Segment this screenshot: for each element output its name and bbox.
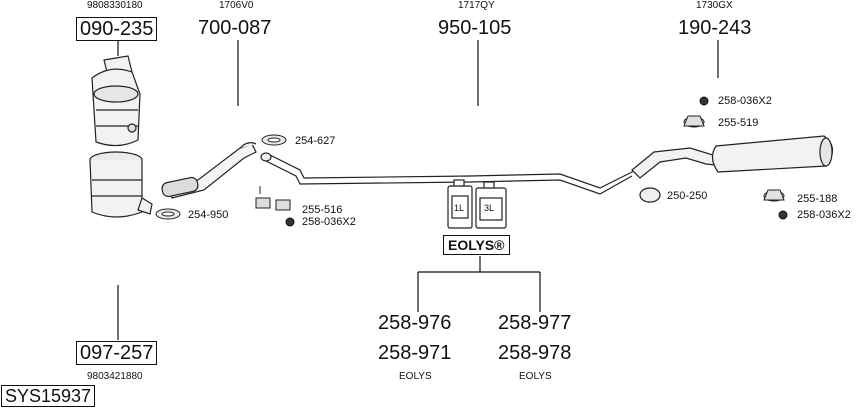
part-code-190-243[interactable]: 190-243	[678, 17, 752, 39]
catalyst-lower-drawing	[89, 151, 153, 218]
rear-silencer-drawing	[631, 135, 834, 179]
part-250-250[interactable]: 250-250	[667, 190, 708, 202]
part-code-700-087[interactable]: 700-087	[198, 17, 272, 39]
part-code-258-971[interactable]: 258-971	[378, 342, 452, 364]
gasket-250-250-drawing	[639, 187, 661, 203]
middle-pipe-drawing	[260, 152, 637, 195]
ref-097-257: 9803421880	[87, 371, 143, 382]
eolys-caption-left: EOLYS	[399, 371, 432, 382]
eolys-label: EOLYS®	[443, 235, 510, 255]
part-258-036x2-front[interactable]: 258-036X2	[302, 216, 356, 228]
hanger-255-516-drawing	[255, 186, 291, 211]
clamp-254-950-drawing	[155, 208, 181, 220]
part-code-258-976[interactable]: 258-976	[378, 312, 452, 334]
nut-258-036-c-drawing	[778, 210, 788, 220]
part-255-519[interactable]: 255-519	[718, 117, 759, 129]
part-code-097-257[interactable]: 097-257	[76, 341, 158, 365]
additive-can-1l-drawing	[447, 179, 473, 229]
part-code-258-977[interactable]: 258-977	[498, 312, 572, 334]
part-code-258-978[interactable]: 258-978	[498, 342, 572, 364]
additive-can-3l-drawing	[475, 181, 507, 229]
part-255-516[interactable]: 255-516	[302, 204, 343, 216]
part-254-950[interactable]: 254-950	[188, 209, 229, 221]
part-258-036x2-rear-bottom[interactable]: 258-036X2	[797, 209, 851, 221]
ref-950-105: 1717QY	[458, 0, 495, 11]
part-258-036x2-rear-top[interactable]: 258-036X2	[718, 95, 772, 107]
system-id: SYS15937	[1, 385, 96, 407]
clamp-254-627-drawing	[261, 134, 287, 146]
eolys-caption-right: EOLYS	[519, 371, 552, 382]
ref-090-235: 9808330180	[87, 0, 143, 11]
part-code-090-235[interactable]: 090-235	[76, 17, 158, 41]
catalyst-upper-drawing	[91, 55, 141, 147]
ref-190-243: 1730GX	[696, 0, 733, 11]
ref-700-087: 1706V0	[219, 0, 254, 11]
part-255-188[interactable]: 255-188	[797, 193, 838, 205]
clamp-255-188-drawing	[763, 189, 785, 202]
part-code-950-105[interactable]: 950-105	[438, 17, 512, 39]
part-254-627[interactable]: 254-627	[295, 135, 336, 147]
nut-258-036-a-drawing	[285, 217, 295, 227]
nut-258-036-b-drawing	[699, 96, 709, 106]
clamp-255-519-drawing	[683, 115, 705, 128]
can-label-1l: 1L	[454, 203, 465, 213]
front-pipe-drawing	[161, 142, 257, 199]
can-label-3l: 3L	[484, 203, 495, 213]
